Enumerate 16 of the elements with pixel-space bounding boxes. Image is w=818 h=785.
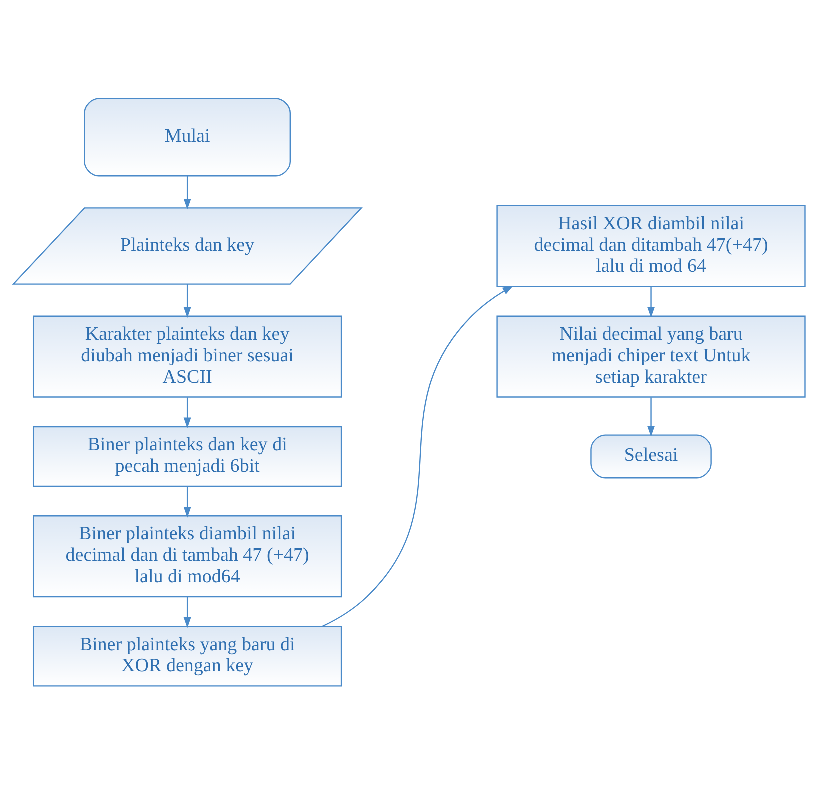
arrow: [322, 286, 514, 628]
node-box: Hasil XOR diambil nilai decimal dan ditambah 47(+47) lalu di mod 64: [496, 205, 806, 288]
arrow: [183, 398, 191, 428]
arrow: [183, 486, 191, 518]
arrow: [183, 597, 191, 628]
node-box: Mulai: [84, 98, 290, 177]
arrow: [647, 398, 655, 437]
arrow: [183, 176, 191, 210]
node-box: Biner plainteks dan key di pecah menjadi 6bit: [32, 426, 342, 488]
node-box: Biner plainteks yang baru di XOR dengan key: [32, 626, 342, 687]
node-box: Selesai: [590, 434, 712, 479]
node-box: Karakter plainteks dan key diubah menjadi biner sesuai ASCII: [32, 316, 342, 398]
arrow: [183, 284, 191, 318]
node-box: Nilai decimal yang baru menjadi chiper text Untuk setiap karakter: [496, 316, 806, 398]
arrow: [647, 286, 655, 318]
node-box: Biner plainteks diambil nilai decimal dan di tambah 47 (+47) lalu di mod64: [32, 516, 342, 598]
